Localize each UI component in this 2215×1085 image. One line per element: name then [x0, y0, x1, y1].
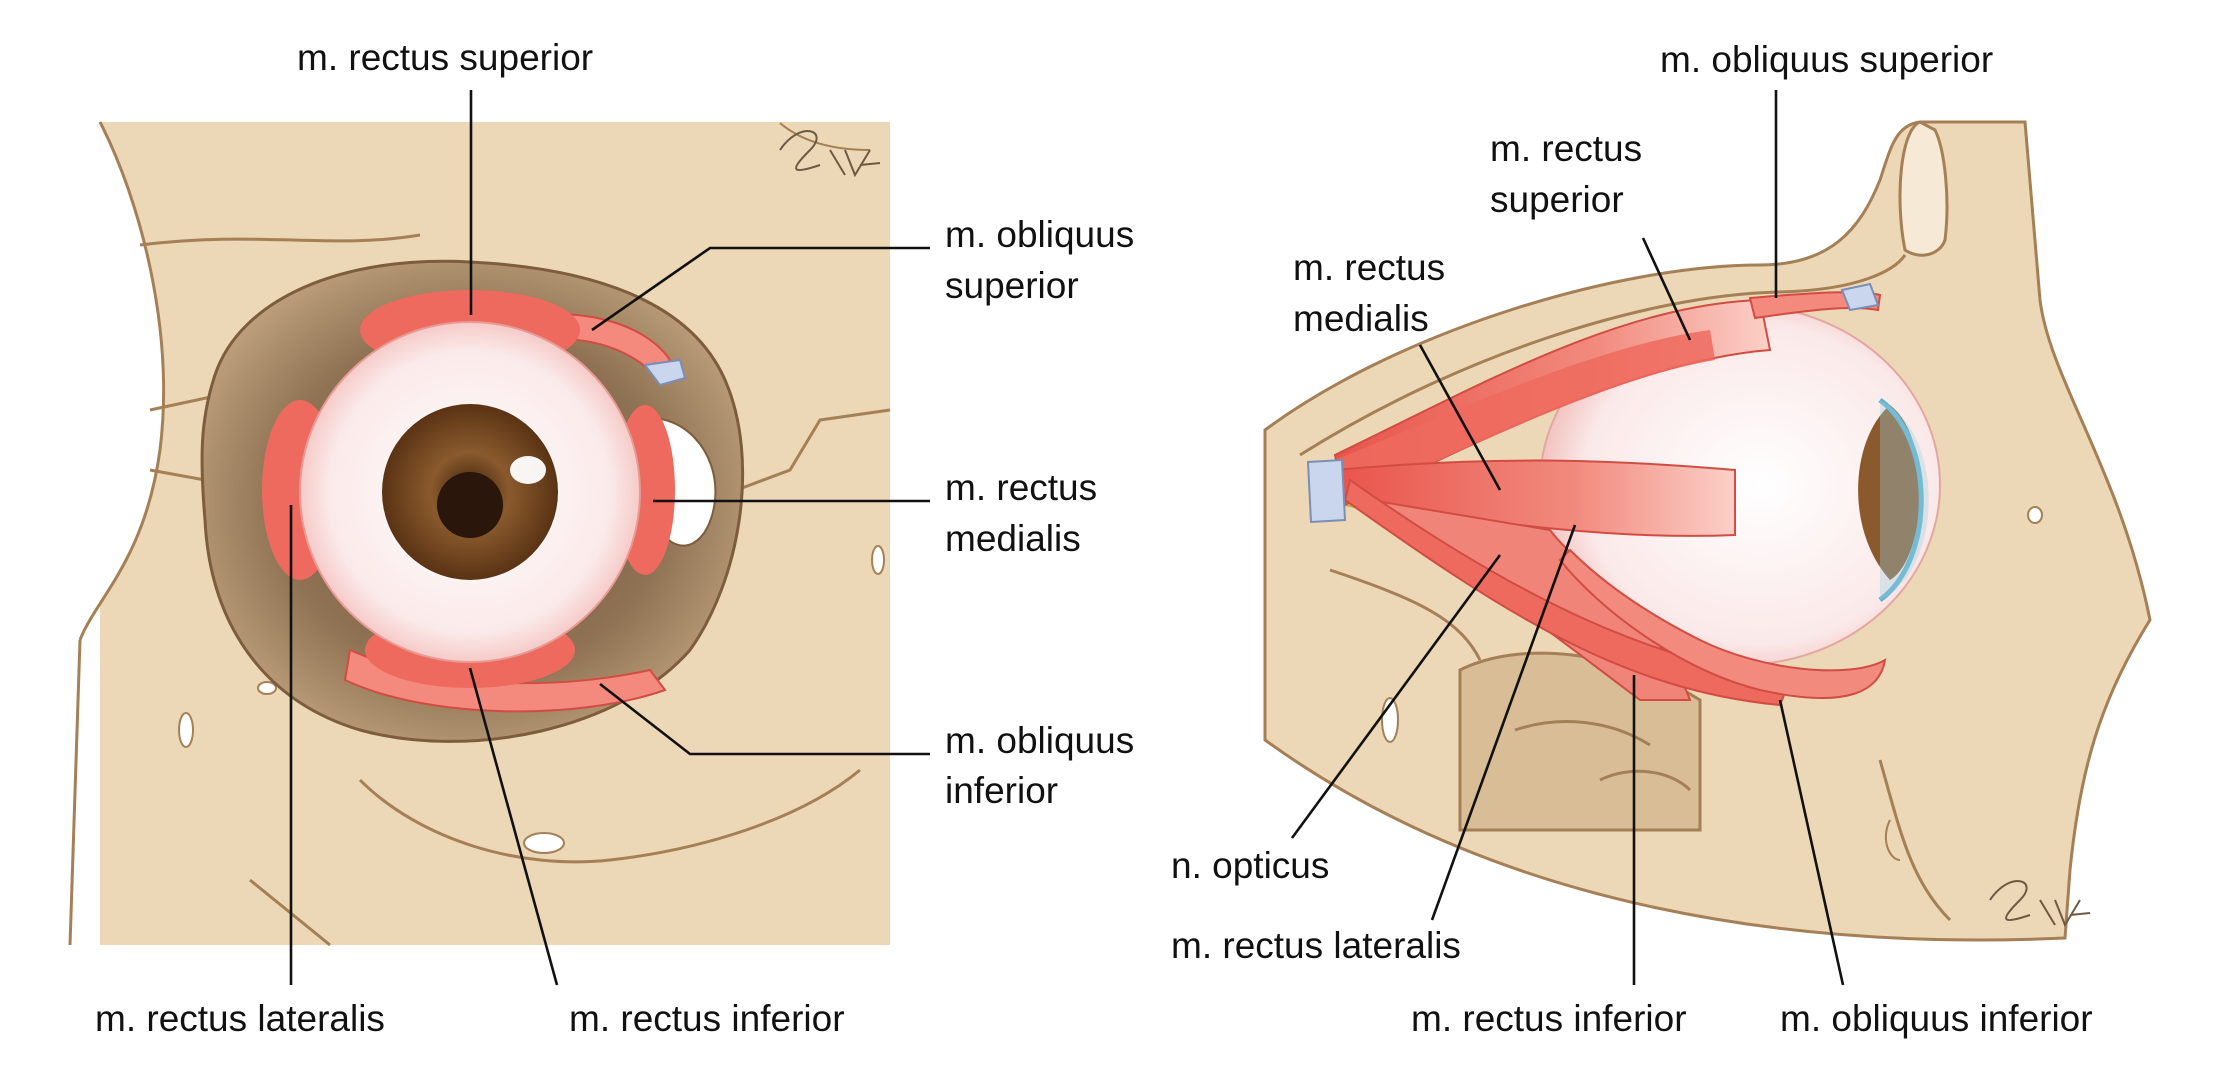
label-rectus-inferior-right: m. rectus inferior	[1411, 998, 1687, 1039]
label-rectus-medialis-left-line1: m. rectus	[945, 467, 1098, 508]
label-obliquus-inferior-right: m. obliquus inferior	[1780, 998, 2093, 1039]
right-leader-lines	[1290, 90, 1845, 986]
label-obliquus-superior-right: m. obliquus superior	[1660, 39, 1994, 80]
label-opticus-right: n. opticus	[1171, 845, 1330, 886]
right-signature	[1989, 880, 2091, 928]
label-rectus-medialis-right-line1: m. rectus	[1293, 247, 1446, 288]
left-leader-lines	[289, 90, 930, 986]
label-rectus-medialis-right-line2: medialis	[1293, 298, 1429, 339]
left-signature	[779, 130, 881, 178]
right-eyeball	[1539, 304, 1941, 666]
label-obliquus-inferior-left-line2: inferior	[945, 770, 1059, 811]
label-obliquus-superior-left-line2: superior	[945, 265, 1079, 306]
label-obliquus-superior-left-line1: m. obliquus	[945, 214, 1135, 255]
label-rectus-lateralis-right: m. rectus lateralis	[1171, 925, 1461, 966]
label-rectus-lateralis-left: m. rectus lateralis	[95, 998, 385, 1039]
label-rectus-superior-right-line2: superior	[1490, 179, 1624, 220]
label-obliquus-inferior-left-line1: m. obliquus	[945, 720, 1135, 761]
left-eyeball	[299, 321, 641, 663]
label-rectus-superior-right-line1: m. rectus	[1490, 128, 1643, 169]
label-rectus-superior-left: m. rectus superior	[297, 37, 594, 78]
label-rectus-inferior-left: m. rectus inferior	[569, 998, 845, 1039]
label-rectus-medialis-left-line2: medialis	[945, 518, 1081, 559]
